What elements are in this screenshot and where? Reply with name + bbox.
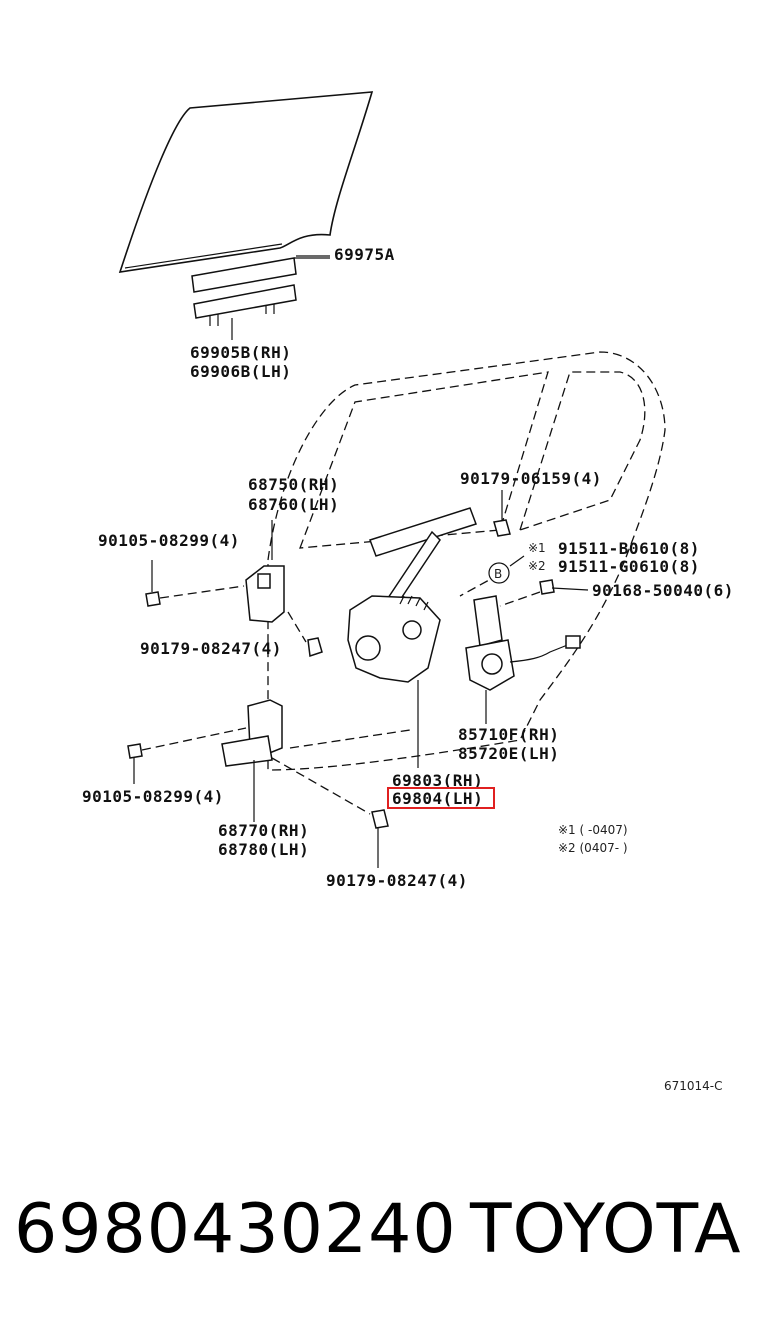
glass-channel-lower — [193, 284, 297, 340]
label-68750: 68750(RH) — [248, 475, 339, 494]
bolt-90168-50040 — [499, 579, 589, 607]
label-90179-08247-bottom: 90179-08247(4) — [326, 871, 468, 890]
label-68770: 68770(RH) — [218, 821, 309, 840]
nut-90179-06159 — [493, 490, 511, 537]
circle-b-letter: B — [494, 567, 502, 581]
door-glass — [118, 91, 374, 273]
door-outline — [267, 351, 666, 771]
label-85710f: 85710F(RH) — [458, 725, 559, 744]
power-window-motor — [465, 595, 581, 724]
note-1: ※1 ( -0407) — [558, 823, 628, 837]
circle-b-badge — [488, 562, 510, 584]
nut-90179-08247-top — [287, 611, 323, 658]
diagram-code: 671014-C — [664, 1079, 723, 1093]
mark-2: ※2 — [528, 559, 546, 573]
label-68780: 68780(LH) — [218, 840, 309, 859]
bolt-90105-top — [145, 560, 245, 607]
label-69804[interactable]: 69804(LH) — [392, 789, 483, 808]
bolt-90105-bottom — [127, 727, 247, 784]
label-90168: 90168-50040(6) — [592, 581, 734, 600]
label-90105-top: 90105-08299(4) — [98, 531, 240, 550]
highlight-box-69804 — [387, 787, 495, 809]
label-90179-08247-top: 90179-08247(4) — [140, 639, 282, 658]
label-90179-06159: 90179-06159(4) — [460, 469, 602, 488]
label-90105-bottom: 90105-08299(4) — [82, 787, 224, 806]
footer-brand: TOYOTA — [470, 1190, 742, 1269]
label-91511-g: 91511-G0610(8) — [558, 557, 700, 576]
upper-hinge — [245, 520, 285, 623]
glass-channel — [191, 257, 330, 293]
label-85720e: 85720E(LH) — [458, 744, 559, 763]
label-69803: 69803(RH) — [392, 771, 483, 790]
note-2: ※2 (0407- ) — [558, 841, 628, 855]
label-69905b: 69905B(RH) — [190, 343, 291, 362]
footer-part-number: 6980430240 — [14, 1190, 457, 1269]
label-69975a: 69975A — [334, 245, 395, 264]
window-regulator — [347, 507, 477, 768]
mark-1: ※1 — [528, 541, 546, 555]
label-69906b: 69906B(LH) — [190, 362, 291, 381]
leader-lines — [296, 255, 330, 257]
nut-90179-08247-bottom — [271, 757, 389, 868]
label-68760: 68760(LH) — [248, 495, 339, 514]
lower-hinge — [221, 699, 283, 822]
label-91511-b: 91511-B0610(8) — [558, 539, 700, 558]
